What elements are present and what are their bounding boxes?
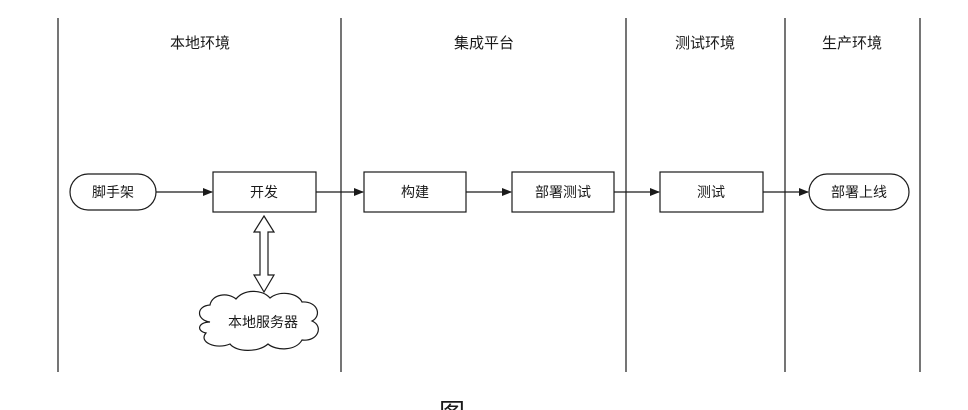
cloud-shape (198, 290, 319, 351)
lane-title-integration: 集成平台 (454, 34, 514, 52)
node-deploy-prod-shape (808, 173, 910, 211)
node-build: 构建 (363, 171, 467, 213)
double-arrow-develop-server (252, 214, 276, 294)
figure-caption: 图 (439, 399, 465, 410)
node-local-server-label: 本地服务器 (228, 315, 298, 331)
lane-title-testing: 测试环境 (675, 34, 735, 52)
lane-dividers (57, 18, 921, 372)
node-test-label: 测试 (697, 185, 725, 201)
node-deploy-prod-label: 部署上线 (831, 185, 887, 201)
node-develop-label: 开发 (250, 185, 278, 201)
node-test: 测试 (659, 171, 764, 213)
node-develop-shape (212, 171, 317, 213)
lane-title-local: 本地环境 (170, 34, 230, 52)
node-build-label: 构建 (401, 185, 429, 201)
node-deploy-test: 部署测试 (511, 171, 615, 213)
lane-title-production: 生产环境 (822, 34, 882, 52)
node-scaffold: 脚手架 (69, 173, 157, 211)
node-local-server: 本地服务器 (198, 290, 319, 351)
node-build-shape (363, 171, 467, 213)
node-scaffold-label: 脚手架 (92, 185, 134, 201)
node-develop: 开发 (212, 171, 317, 213)
node-deploy-test-label: 部署测试 (535, 185, 591, 201)
node-deploy-prod: 部署上线 (808, 173, 910, 211)
